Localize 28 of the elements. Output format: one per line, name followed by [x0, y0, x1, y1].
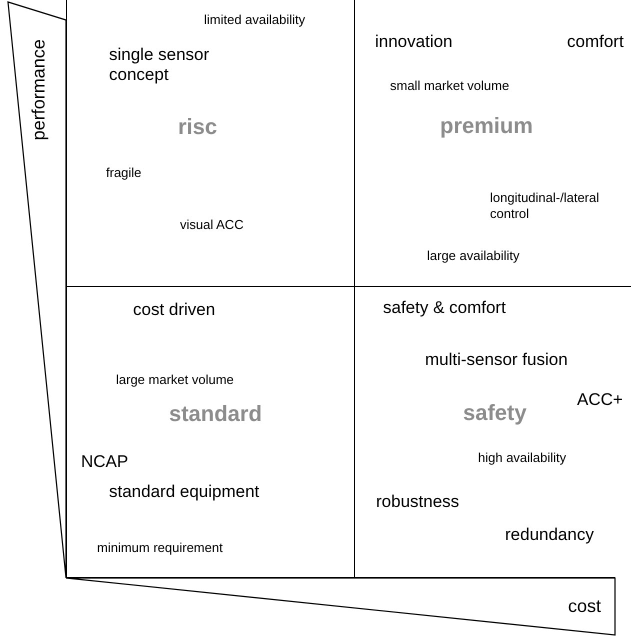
keyword-label: redundancy	[505, 525, 594, 546]
keyword-label: innovation	[375, 32, 453, 52]
keyword-label: robustness	[376, 492, 460, 512]
axis-label: performance	[28, 39, 50, 140]
matrix-quadrant	[66, 287, 355, 578]
keyword-label: longitudinal-/lateral control	[490, 190, 600, 222]
keyword-label: cost driven	[133, 300, 216, 320]
keyword-label: large market volume	[116, 372, 234, 388]
keyword-label: multi-sensor fusion	[425, 350, 568, 370]
quadrant-title: standard	[169, 401, 262, 428]
quadrant-title: risc	[178, 114, 218, 140]
keyword-label: NCAP	[81, 452, 128, 472]
keyword-label: high availability	[478, 450, 566, 466]
keyword-label: single sensor concept	[109, 45, 210, 86]
keyword-label: standard equipment	[109, 482, 260, 502]
keyword-label: comfort	[567, 32, 624, 52]
quadrant-title: safety	[463, 400, 527, 426]
quadrant-title: premium	[440, 113, 533, 140]
keyword-label: visual ACC	[180, 217, 244, 233]
keyword-label: limited availability	[204, 12, 306, 28]
matrix-quadrant	[66, 0, 355, 287]
axis-label: cost	[568, 596, 602, 618]
keyword-label: safety & comfort	[383, 298, 506, 318]
keyword-label: minimum requirement	[97, 540, 223, 556]
keyword-label: large availability	[427, 248, 520, 264]
keyword-label: small market volume	[390, 78, 510, 94]
keyword-label: ACC+	[577, 390, 623, 410]
keyword-label: fragile	[106, 165, 142, 181]
